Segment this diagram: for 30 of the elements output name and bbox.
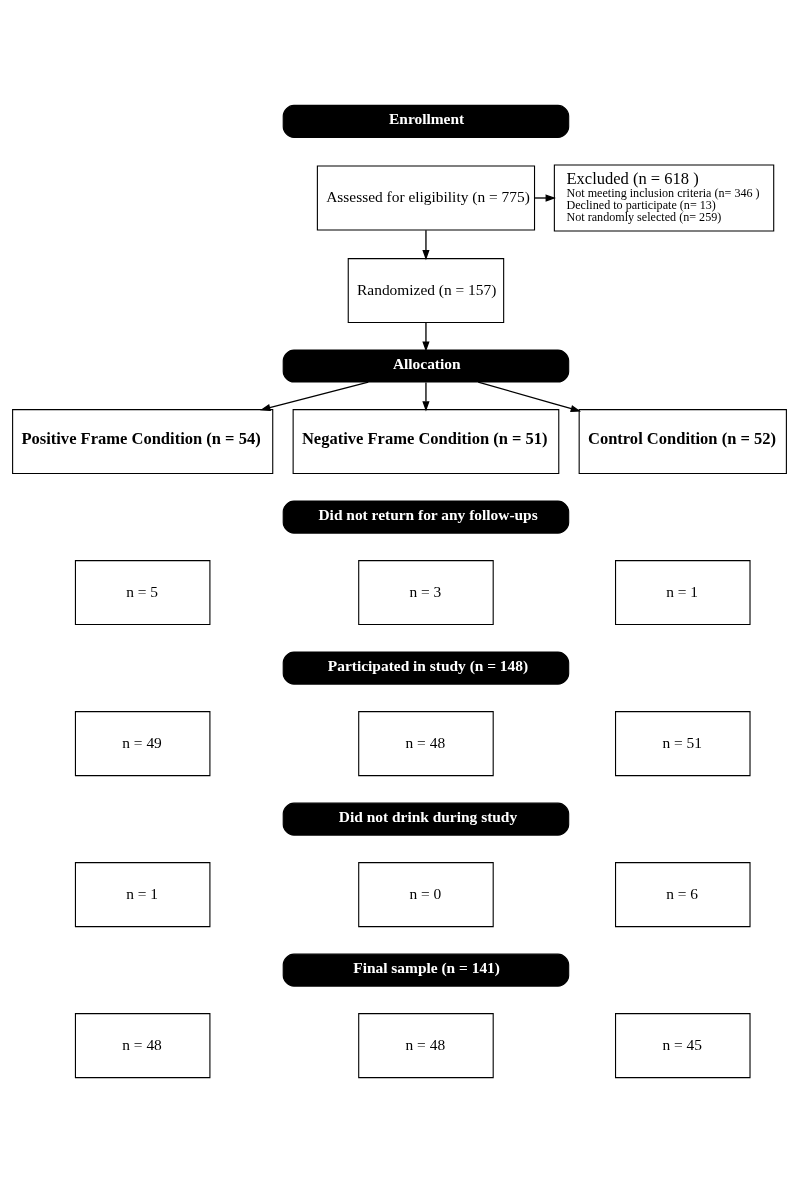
node-box: Did not return for any follow-ups	[282, 500, 570, 534]
node-box: Randomized (n = 157)	[347, 257, 505, 323]
node-box: Enrollment	[282, 104, 570, 138]
arrow	[422, 229, 430, 260]
arrow	[534, 193, 556, 202]
arrow	[422, 381, 430, 412]
node-box: Negative Frame Condition (n = 51)	[292, 408, 560, 474]
node-box: n = 1	[74, 861, 211, 927]
arrow	[477, 380, 582, 412]
node-box: Allocation	[282, 349, 570, 383]
node-box: n = 0	[358, 861, 494, 927]
node-box: n = 5	[74, 559, 211, 625]
node-box: Did not drink during study	[282, 802, 570, 836]
node-box: Control Condition (n = 52)	[578, 408, 787, 474]
node-box: n = 48	[74, 1012, 211, 1078]
arrow	[260, 380, 369, 411]
node-box: n = 1	[615, 559, 751, 625]
node-box: Assessed for eligibility (n = 775)	[316, 165, 536, 230]
node-box: Participated in study (n = 148)	[282, 651, 570, 685]
node-box: n = 45	[615, 1012, 751, 1078]
node-box: n = 6	[615, 861, 751, 927]
node-box: n = 49	[74, 710, 211, 776]
node-box: n = 3	[358, 559, 494, 625]
arrow	[422, 321, 430, 352]
node-box: n = 48	[358, 1012, 494, 1078]
node-box: n = 48	[358, 710, 494, 776]
node-box: Excluded (n = 618 ) Not meeting inclusion criteria (n= 346 ) Declined to participate (n= 13) Not randomly selected (n= 259)	[553, 163, 775, 232]
node-box: Final sample (n = 141)	[282, 953, 570, 987]
node-box: n = 51	[615, 710, 751, 776]
node-box: Positive Frame Condition (n = 54)	[12, 408, 274, 474]
